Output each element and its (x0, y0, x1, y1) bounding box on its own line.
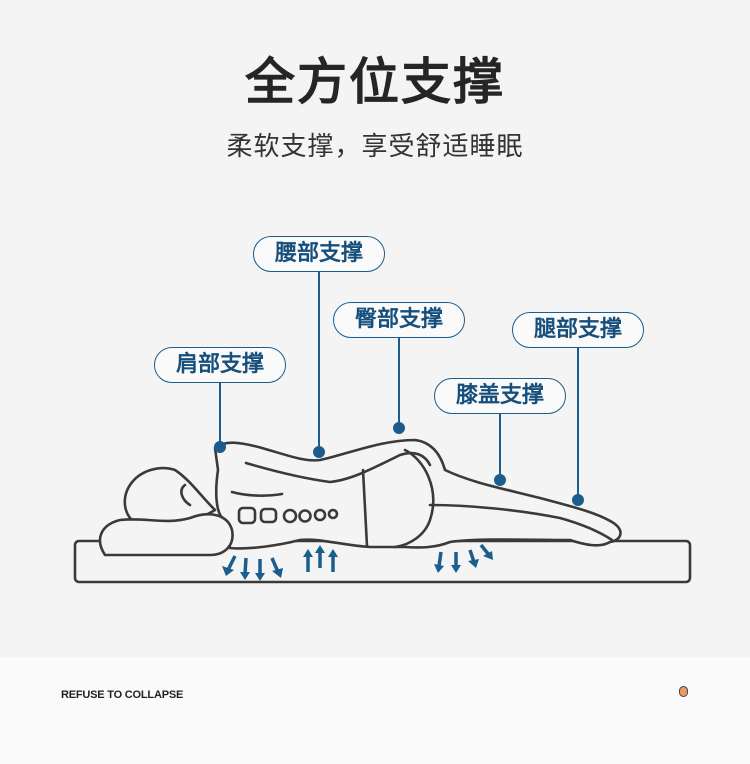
body-outline (213, 438, 622, 550)
leg-line (428, 503, 614, 542)
label-knee-support: 膝盖支撑 (434, 378, 566, 414)
spine-vertebrae (237, 506, 339, 525)
arrow-down-icon (270, 557, 283, 578)
arrow-down-icon (479, 543, 493, 560)
label-hip-support: 臀部支撑 (333, 302, 465, 338)
vertebra (313, 508, 327, 522)
arrow-up-icon (328, 549, 338, 572)
brand-dot-icon (679, 686, 688, 697)
arrow-down-icon (240, 557, 250, 580)
arrow-down-icon (451, 552, 461, 573)
vertebra (259, 507, 278, 524)
arrow-up-icon (303, 549, 313, 572)
vertebra (298, 509, 312, 523)
hip-dot (393, 422, 405, 434)
page-title: 全方位支撑 (245, 53, 505, 111)
vertebra (327, 508, 339, 520)
arrow-down-icon (434, 551, 444, 573)
ear-outline (180, 483, 192, 507)
thigh-line (393, 448, 435, 549)
leg-dot (572, 494, 584, 506)
arrow-down-icon (255, 559, 265, 581)
label-shoulder-support: 肩部支撑 (154, 347, 286, 383)
knee-dot (494, 474, 506, 486)
pillow-outline (98, 513, 234, 557)
shoulder-dot (214, 441, 226, 453)
label-leg-support: 腿部支撑 (512, 312, 644, 348)
arrow-down-icon (468, 549, 479, 568)
vertebra (237, 506, 257, 525)
vertebra (282, 508, 298, 524)
arrow-up-icon (315, 545, 325, 568)
page-subtitle: 柔软支撑，享受舒适睡眠 (226, 132, 524, 162)
back-line (230, 490, 284, 497)
pressure-arrows (222, 543, 493, 581)
footer-tagline: REFUSE TO COLLAPSE (61, 689, 184, 701)
hip-line (361, 468, 369, 548)
sleeping-body-illustration (73, 272, 692, 584)
arm-line (244, 451, 432, 484)
arrow-down-icon (222, 555, 237, 576)
label-waist-support: 腰部支撑 (253, 236, 385, 272)
waist-dot (313, 446, 325, 458)
